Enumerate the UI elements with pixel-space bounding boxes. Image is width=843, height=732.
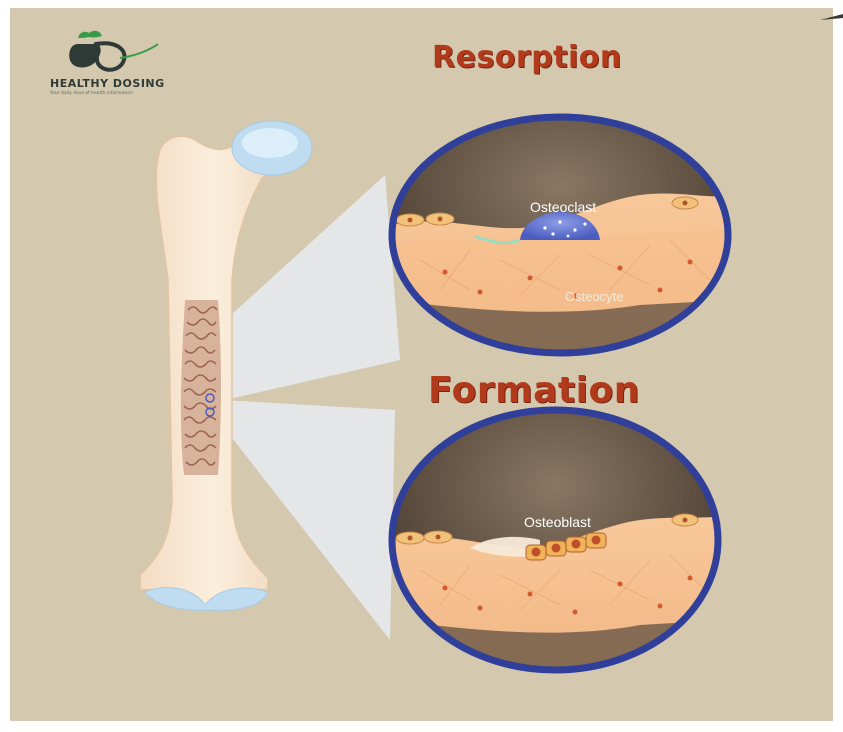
brand-name: HEALTHY DOSING (50, 77, 165, 90)
spongy-bone (181, 300, 221, 475)
brand-tagline: Your daily dose of health information (50, 91, 133, 96)
osteocyte-label: Osteocyte (565, 289, 624, 304)
formation-heading: Formation (428, 370, 640, 411)
osteoclast-label: Osteoclast (530, 199, 596, 215)
osteoblast-label: Osteoblast (524, 514, 591, 530)
resorption-heading: Resorption (432, 40, 622, 75)
